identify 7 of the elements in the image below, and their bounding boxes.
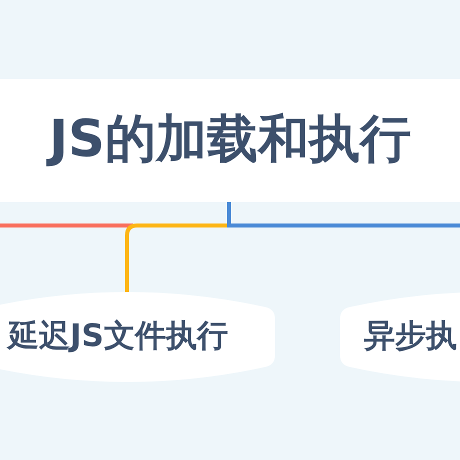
connector-line bbox=[125, 224, 227, 292]
connector-line bbox=[231, 224, 460, 228]
topic-box: 延迟JS文件执行 bbox=[0, 292, 275, 382]
topic-box: 异步执 bbox=[340, 292, 460, 382]
root-topic-box: JS的加载和执行 bbox=[0, 79, 460, 202]
connector-line bbox=[227, 202, 231, 228]
connector-line bbox=[0, 224, 133, 228]
